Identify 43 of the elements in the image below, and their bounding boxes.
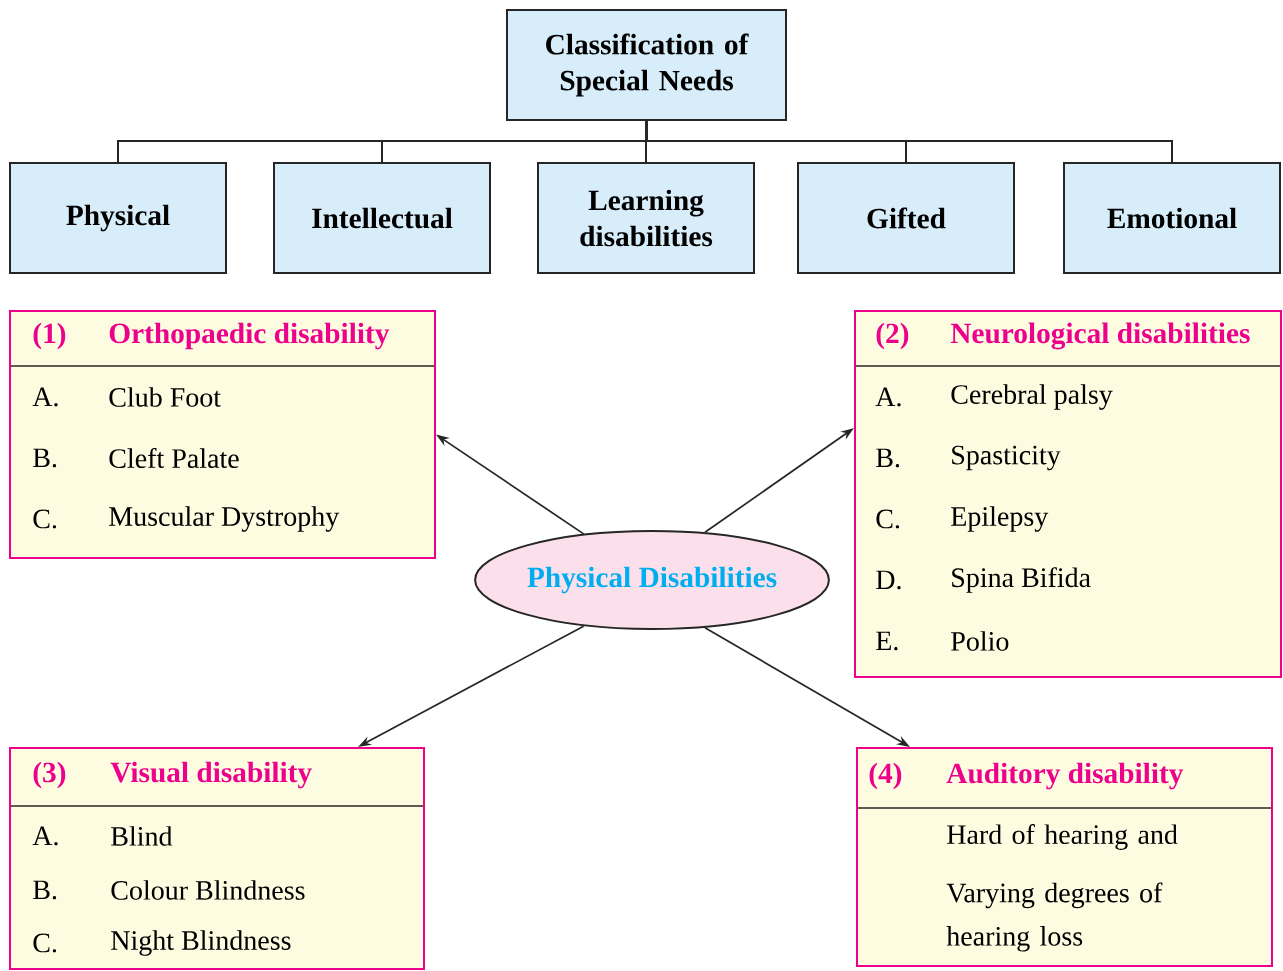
item-text: Colour Blindness	[111, 880, 305, 900]
heading-text: Neurological disabilities	[950, 322, 1250, 350]
item-text: Club Foot	[109, 387, 221, 407]
item-text: Night Blindness	[111, 930, 291, 956]
item-letter: E.	[876, 631, 898, 651]
item-text: Blind	[111, 826, 173, 846]
item-text: Hard of hearing and	[947, 824, 1178, 850]
item-letter: A.	[875, 387, 901, 407]
item-text: Muscular Dystrophy	[109, 506, 340, 532]
item-letter: B.	[33, 448, 57, 468]
list-box	[854, 310, 1282, 678]
heading-text: Visual disability	[110, 761, 312, 789]
item-text: Spina Bifida	[952, 567, 1091, 593]
category-box: Physical	[9, 162, 227, 274]
category-box: Classification of Special Needs	[506, 9, 787, 121]
item-text: Epilepsy	[951, 506, 1049, 532]
tree-connector	[645, 120, 1173, 163]
item-text: Cerebral palsy	[951, 384, 1113, 410]
heading-number: (3)	[33, 761, 66, 789]
item-letter: A.	[32, 826, 58, 846]
heading-number: (2)	[876, 322, 909, 350]
heading-number: (1)	[33, 322, 66, 350]
list-box	[9, 747, 425, 970]
category-box: Gifted	[797, 162, 1015, 274]
category-box: Emotional	[1063, 162, 1281, 274]
item-text: Polio	[951, 631, 1009, 651]
list-box	[856, 747, 1273, 967]
item-letter: B.	[876, 448, 900, 468]
item-letter: A.	[32, 387, 58, 407]
heading-text: Auditory disability	[946, 762, 1184, 790]
item-letter: D.	[876, 570, 901, 590]
item-letter: C.	[33, 933, 57, 953]
item-text: Cleft Palate	[109, 448, 239, 468]
heading-number: (4)	[869, 762, 902, 790]
item-letter: B.	[33, 880, 57, 900]
category-box: Learning disabilities	[537, 162, 755, 274]
category-box: Intellectual	[273, 162, 491, 274]
item-letter: C.	[33, 509, 57, 529]
heading-text: Orthopaedic disability	[109, 322, 390, 350]
list-box	[9, 310, 436, 559]
item-text: Varying degrees of hearing loss	[946, 882, 1163, 952]
item-text: Spasticity	[952, 445, 1061, 471]
item-letter: C.	[876, 509, 900, 529]
